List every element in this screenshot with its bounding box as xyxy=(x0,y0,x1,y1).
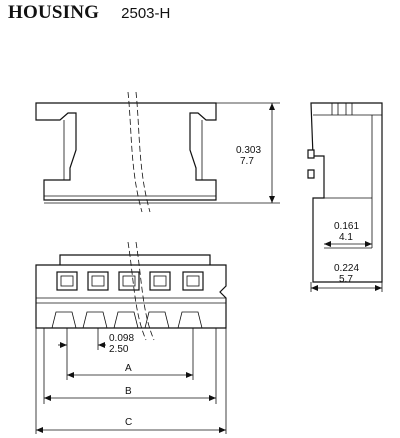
pitch-mm: 2.50 xyxy=(109,344,129,355)
dimension-c: C xyxy=(35,328,227,434)
side-width-mm: 5.7 xyxy=(339,274,353,285)
height-inch: 0.303 xyxy=(236,145,261,156)
drawing-title: HOUSING xyxy=(8,2,100,23)
height-dimension: 0.303 7.7 xyxy=(216,102,280,204)
dim-a-label: A xyxy=(125,363,132,374)
height-mm: 7.7 xyxy=(240,156,254,167)
drawing-header: HOUSING 2503-H xyxy=(8,2,170,28)
contact-cavities xyxy=(56,271,204,291)
side-width-inch: 0.224 xyxy=(334,263,359,274)
dimension-a: A xyxy=(67,328,194,380)
side-inner-inch: 0.161 xyxy=(334,221,359,232)
side-view: 0.161 4.1 0.224 5.7 xyxy=(307,102,383,292)
side-inner-mm: 4.1 xyxy=(339,232,353,243)
pitch-inch: 0.098 xyxy=(109,333,134,344)
pitch-dimension: 0.098 2.50 xyxy=(58,328,134,380)
dim-b-label: B xyxy=(125,386,132,397)
dimension-b: B xyxy=(43,328,217,404)
dim-c-label: C xyxy=(125,417,132,428)
part-number: 2503-H xyxy=(121,5,171,22)
top-view xyxy=(35,91,217,213)
front-view xyxy=(35,241,227,341)
